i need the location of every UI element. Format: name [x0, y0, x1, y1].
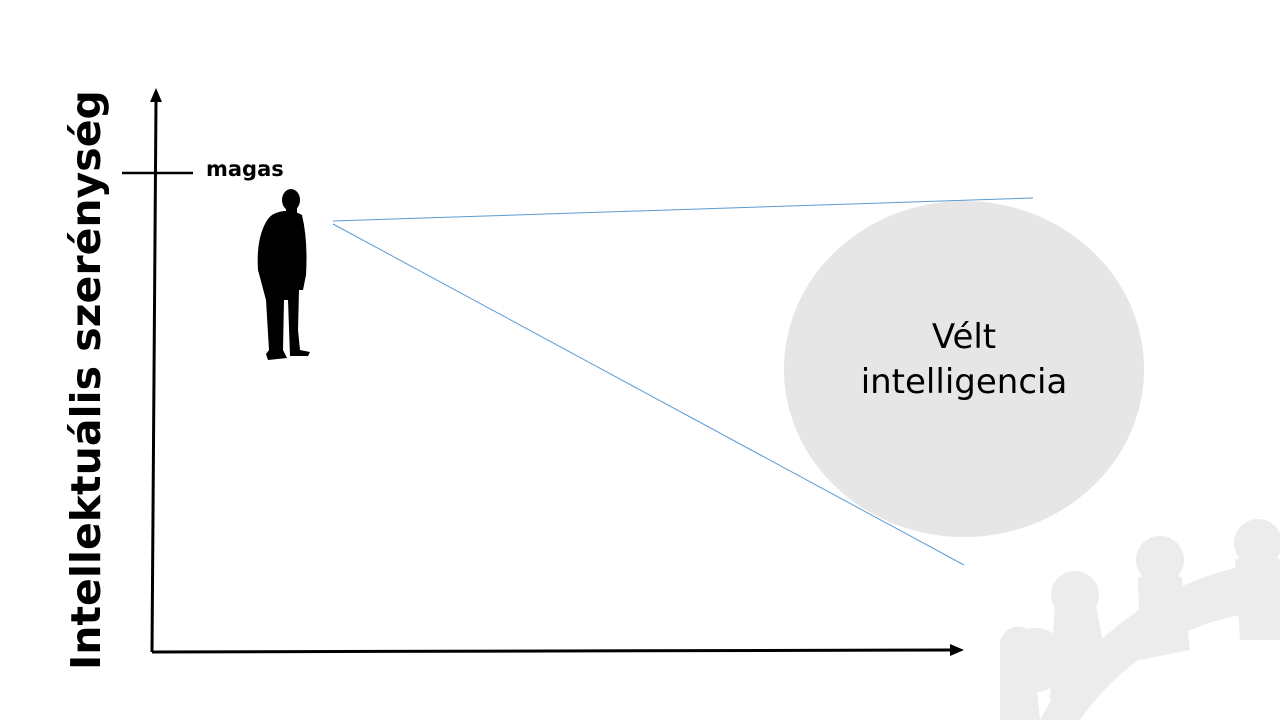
y-axis-title: Intellektuális szerénység	[62, 90, 110, 670]
person-silhouette-icon	[257, 189, 310, 360]
lower-ray	[332, 223, 965, 566]
bubble-label-line1: Vélt	[932, 317, 996, 357]
upper-ray	[332, 197, 1034, 222]
y-tick-label-high: magas	[206, 157, 284, 181]
x-axis	[151, 648, 953, 654]
bubble-label-line2: intelligencia	[861, 362, 1068, 402]
y-axis-arrowhead	[150, 88, 162, 102]
perceived-intelligence-bubble	[784, 201, 1144, 537]
y-axis	[150, 99, 158, 653]
x-axis-arrowhead	[950, 644, 964, 656]
people-circle-logo	[1000, 519, 1280, 720]
